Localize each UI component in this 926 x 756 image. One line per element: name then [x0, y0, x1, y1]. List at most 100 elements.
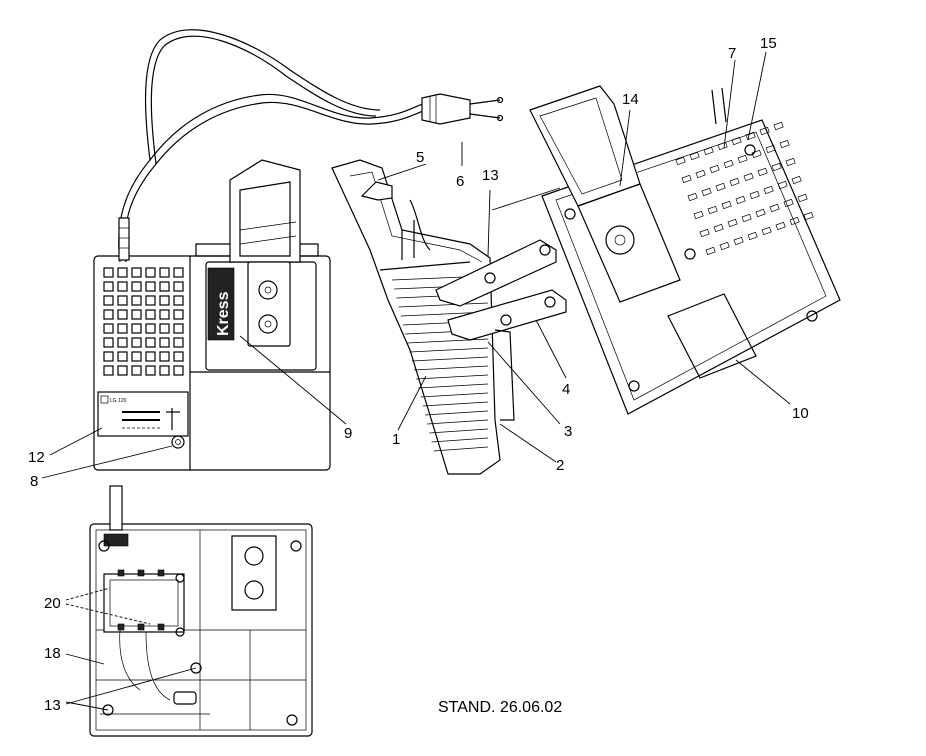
power-cord [118, 29, 443, 263]
rear-vent-slot [717, 141, 728, 151]
rear-vent-slot [747, 231, 758, 241]
vent-slot [159, 337, 170, 348]
rear-vent-slot [749, 190, 760, 200]
vent-slot [103, 267, 114, 278]
vent-slot [131, 295, 142, 306]
label-7: 7 [728, 45, 736, 62]
vent-slot [103, 351, 114, 362]
rear-vent-slot [745, 131, 756, 141]
vent-slot [117, 309, 128, 320]
housing-rib [413, 365, 489, 371]
revision-stamp: STAND. 26.06.02 [438, 699, 562, 716]
rear-vent-slot [727, 218, 738, 228]
rear-vent-slot [743, 172, 754, 182]
leader-lines [41, 51, 791, 711]
vent-slot [103, 295, 114, 306]
housing-rib [411, 356, 489, 362]
vent-slot [103, 323, 114, 334]
label-5: 5 [416, 149, 424, 166]
label-8: 8 [30, 473, 38, 490]
label-9: 9 [344, 425, 352, 442]
rear-vent-slot [703, 146, 714, 156]
rear-vent-slot [699, 228, 710, 238]
rear-vent-slot [715, 182, 726, 192]
vent-slot [117, 365, 128, 376]
vent-slot [145, 351, 156, 362]
label-1: 1 [392, 431, 400, 448]
vent-slot [173, 309, 184, 320]
label-4: 4 [562, 381, 570, 398]
housing-rib [431, 437, 489, 443]
rating-plate: LG 120 [97, 391, 189, 437]
rear-vent-slot [713, 223, 724, 233]
housing-rib [407, 338, 489, 344]
rear-vent-slot [719, 241, 730, 251]
rear-vent-slot [741, 213, 752, 223]
rear-vent-slot [687, 192, 698, 202]
rear-vent-slot [729, 177, 740, 187]
rear-vent-slot [763, 185, 774, 195]
housing-rib [427, 419, 489, 425]
vent-slot [103, 337, 114, 348]
vent-slot [173, 295, 184, 306]
side-section-ribs [391, 275, 489, 452]
vent-slot [159, 365, 170, 376]
rear-vent-slot [733, 236, 744, 246]
rear-vent-slot [779, 139, 790, 149]
rear-vent-slot [755, 208, 766, 218]
latch-clip [360, 181, 393, 201]
rear-vent-slot [751, 149, 762, 159]
rear-vent-slot [773, 121, 784, 131]
charger-housing [93, 217, 331, 471]
vent-slot [173, 323, 184, 334]
vent-slot [145, 295, 156, 306]
vent-slot [131, 281, 142, 292]
vent-slot [173, 365, 184, 376]
led-indicator [171, 435, 185, 449]
vent-slot [145, 267, 156, 278]
vent-grille [103, 267, 184, 376]
label-14: 14 [622, 91, 639, 108]
vent-slot [131, 351, 142, 362]
vent-slot [117, 351, 128, 362]
rear-vent-slot [771, 162, 782, 172]
vent-slot [117, 337, 128, 348]
vent-slot [159, 267, 170, 278]
rear-vent-slot [765, 144, 776, 154]
vent-slot [131, 309, 142, 320]
label-6: 6 [456, 173, 464, 190]
vent-slot [131, 267, 142, 278]
vent-slot [103, 281, 114, 292]
rear-vent-slot [693, 210, 704, 220]
vent-slot [159, 295, 170, 306]
rear-vent-slot [775, 221, 786, 231]
rear-vent-grid [675, 121, 814, 256]
label-2: 2 [556, 457, 564, 474]
label-13-top: 13 [482, 167, 499, 184]
rear-vent-slot [759, 126, 770, 136]
label-20: 20 [44, 595, 61, 612]
vent-slot [145, 281, 156, 292]
rating-plate-text: LG 120 [110, 398, 127, 404]
vent-slot [131, 337, 142, 348]
rear-vent-slot [735, 195, 746, 205]
vent-slot [103, 309, 114, 320]
label-12: 12 [28, 449, 45, 466]
rear-vent-slot [675, 156, 686, 166]
contact-bracket [435, 239, 567, 421]
vent-slot [159, 351, 170, 362]
housing-rib [433, 446, 489, 452]
side-section-housing [331, 159, 501, 475]
label-3: 3 [564, 423, 572, 440]
rear-vent-slot [701, 187, 712, 197]
rear-vent-slot [757, 167, 768, 177]
vent-slot [173, 351, 184, 362]
housing-rib [422, 401, 489, 407]
rear-vent-slot [789, 216, 800, 226]
battery-pack: Kress [205, 159, 317, 371]
vent-slot [159, 323, 170, 334]
housing-rib [424, 410, 489, 416]
vent-slot [117, 323, 128, 334]
vent-slot [173, 337, 184, 348]
